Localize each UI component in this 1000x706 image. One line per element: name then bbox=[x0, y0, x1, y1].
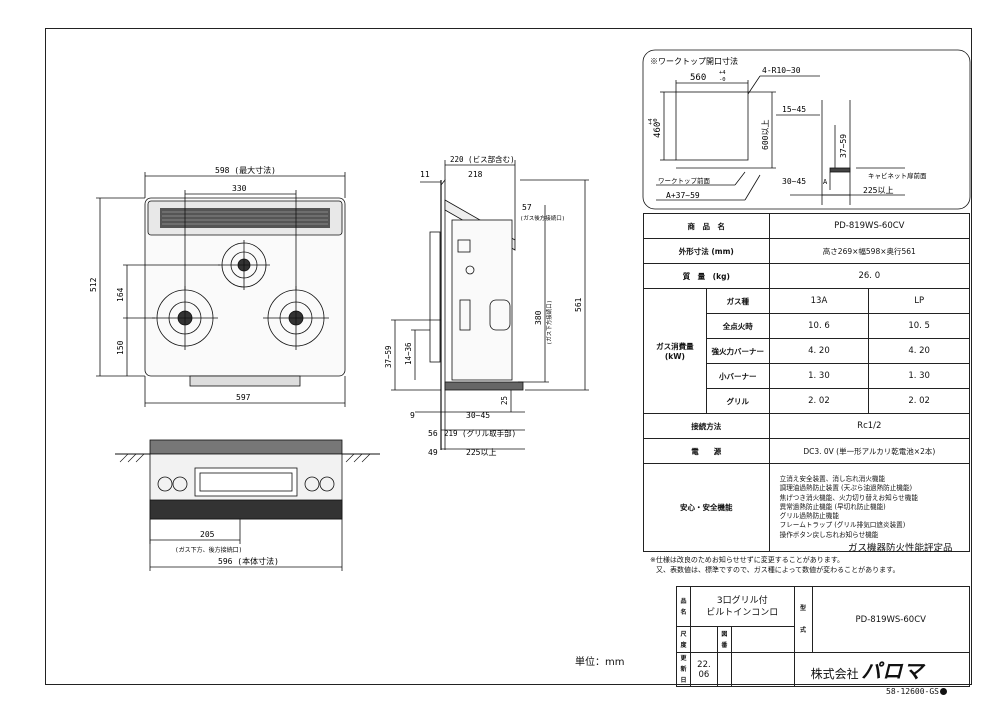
model-number: PD-819WS-60CV bbox=[811, 586, 970, 653]
dim-49: 49 bbox=[428, 448, 438, 457]
front-elevation bbox=[115, 439, 380, 571]
paloma-logo: パロマ bbox=[861, 659, 925, 683]
value-mass: 26. 0 bbox=[768, 263, 971, 289]
dim-25: 25 bbox=[500, 396, 509, 405]
label-katashiki: 型式 bbox=[793, 586, 813, 653]
dim-14-36: 14~36 bbox=[404, 342, 413, 365]
label-koushinbi: 更新日 bbox=[676, 652, 691, 687]
gas-rear-note: (ガス後方接続口) bbox=[520, 214, 565, 222]
drawing-frame bbox=[45, 28, 972, 685]
dim-220: 220 (ビス部含む) bbox=[450, 154, 515, 164]
label-hinmei: 品名 bbox=[676, 586, 691, 627]
unit-label: 単位：mm bbox=[575, 657, 625, 668]
label-connection: 接続方法 bbox=[643, 413, 770, 439]
worktop-cabinet: キャビネット扉前面 bbox=[868, 171, 927, 180]
burner-top-icon bbox=[218, 240, 270, 290]
worktop-h-tol-minus: -0 bbox=[653, 118, 659, 125]
worktop-a: A bbox=[823, 178, 828, 186]
front-view bbox=[96, 172, 346, 407]
worktop-d37-59: 37~59 bbox=[839, 134, 848, 158]
drawing-number: 58-12600-GS bbox=[886, 688, 947, 696]
gas-bottom-note: (ガス下方接続口) bbox=[545, 300, 553, 345]
value-connection: Rc1/2 bbox=[768, 413, 971, 439]
value-product-name: PD-819WS-60CV bbox=[768, 213, 971, 239]
dim-205: 205 bbox=[200, 530, 215, 539]
title-block: 品名 3口グリル付ビルトインコンロ 型式 PD-819WS-60CV 尺度 図番… bbox=[676, 586, 971, 687]
worktop-d600: 600以上 bbox=[761, 120, 770, 150]
label-shakudo: 尺度 bbox=[676, 626, 691, 653]
side-view bbox=[391, 160, 589, 450]
worktop-title: ※ワークトップ開口寸法 bbox=[650, 56, 738, 66]
label-consumption: ガス消費量(kW) bbox=[643, 288, 707, 414]
value-size: 高さ269×幅598×奥行561 bbox=[768, 238, 971, 264]
dim-164: 164 bbox=[116, 287, 125, 302]
label-zuban: 図番 bbox=[716, 626, 732, 653]
dim-150: 150 bbox=[116, 340, 125, 355]
worktop-radius: 4-R10~30 bbox=[762, 66, 801, 75]
dim-11: 11 bbox=[420, 170, 430, 179]
dim-218: 218 bbox=[468, 170, 483, 179]
note-line-2: 又、表数値は、標準ですので、ガス種によって数値が変わることがあります。 bbox=[656, 566, 900, 574]
label-product-name: 商 品 名 bbox=[643, 213, 770, 239]
gas-13a: 13A bbox=[768, 288, 870, 314]
company: 株式会社 パロマ bbox=[793, 652, 971, 687]
worktop-d15-45: 15~45 bbox=[782, 105, 806, 114]
worktop-w-tol-plus: +4 bbox=[719, 70, 726, 76]
worktop-front: ワークトップ前面 bbox=[658, 176, 711, 185]
dim-9: 9 bbox=[410, 411, 415, 420]
dim-561: 561 bbox=[574, 297, 583, 312]
value-power: DC3. 0V (単一形アルカリ乾電池×2本) bbox=[768, 438, 971, 464]
worktop-d30-45: 30~45 bbox=[782, 177, 806, 186]
product-title: 3口グリル付ビルトインコンロ bbox=[689, 586, 795, 627]
worktop-a-formula: A+37~59 bbox=[666, 191, 700, 200]
dim-30-45: 30~45 bbox=[466, 411, 490, 420]
label-size: 外形寸法 (mm) bbox=[643, 238, 770, 264]
dim-219: 219 (グリル取手部) bbox=[444, 428, 516, 438]
dim-57: 57 bbox=[522, 203, 532, 212]
fire-rating: ガス機器防火性能評定品 bbox=[848, 543, 953, 554]
worktop-diagram bbox=[642, 49, 971, 210]
worktop-d225: 225以上 bbox=[863, 186, 893, 195]
dim-596: 596 (本体寸法) bbox=[218, 556, 279, 566]
burner-right-icon bbox=[263, 286, 329, 350]
gas-lp: LP bbox=[868, 288, 970, 314]
label-gas-type: ガス種 bbox=[705, 288, 770, 314]
dim-37-59: 37~59 bbox=[384, 345, 393, 368]
label-power: 電 源 bbox=[643, 438, 770, 464]
safety-features: 立消え安全装置、消し忘れ消火機能調理油過熱防止装置 (天ぷら油過熱防止機能)焦げ… bbox=[768, 463, 971, 552]
dim-225: 225以上 bbox=[466, 448, 496, 457]
dim-598: 598 (最大寸法) bbox=[215, 165, 276, 175]
dim-512: 512 bbox=[89, 277, 98, 292]
worktop-h-tol-plus: +4 bbox=[648, 118, 654, 125]
worktop-w560: 560 bbox=[690, 73, 706, 83]
gas-connection-note: (ガス下方、後方接続口) bbox=[175, 546, 242, 554]
label-mass: 質 量 (kg) bbox=[643, 263, 770, 289]
revision-date: 22. 06 bbox=[689, 652, 718, 687]
dim-330: 330 bbox=[232, 184, 247, 193]
label-safety: 安心・安全機能 bbox=[643, 463, 770, 552]
dim-56: 56 bbox=[428, 429, 438, 438]
version-mark-icon bbox=[939, 688, 947, 695]
note-line-1: ※仕様は改良のためお知らせせずに変更することがあります。 bbox=[650, 556, 845, 564]
dim-597: 597 bbox=[236, 393, 251, 402]
worktop-h460: 460 bbox=[653, 122, 663, 138]
worktop-w-tol-minus: -0 bbox=[719, 77, 726, 83]
dim-380: 380 bbox=[534, 310, 543, 325]
